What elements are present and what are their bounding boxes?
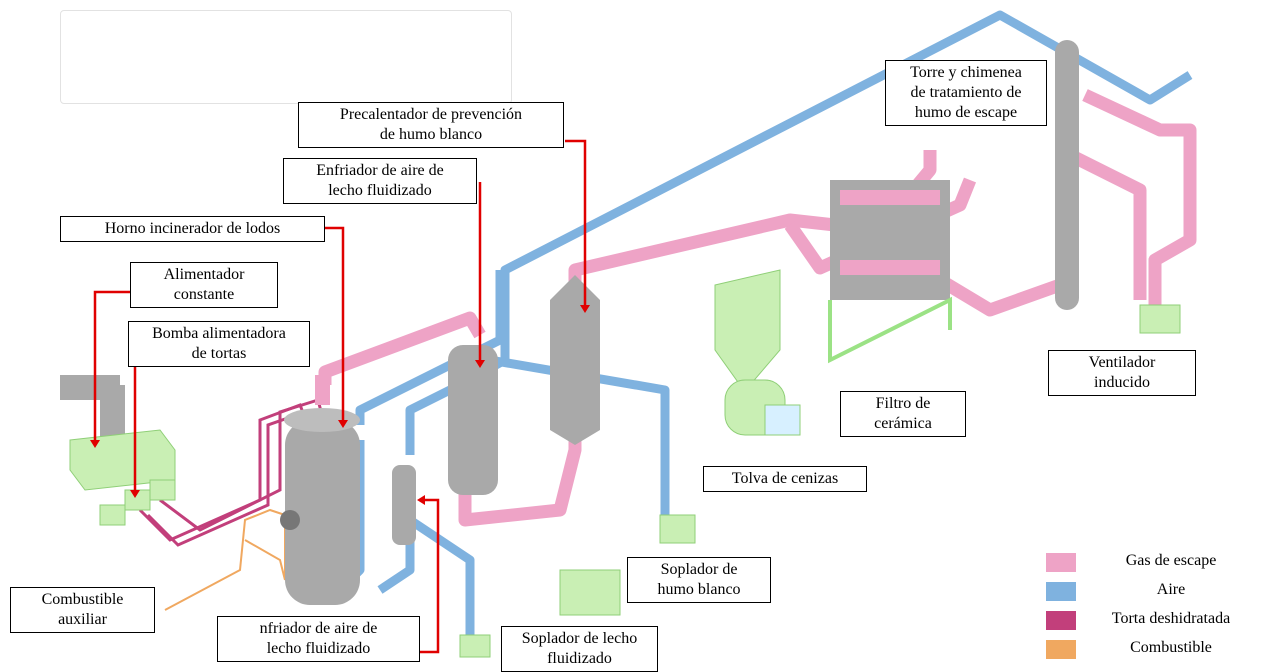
ash-hopper <box>714 269 801 436</box>
callout-arrowheads <box>90 305 590 505</box>
exhaust-pipes <box>318 89 1197 527</box>
cyclone <box>448 345 498 495</box>
legend: Gas de escape Aire Torta deshidratada Co… <box>1046 550 1256 666</box>
legend-item-combustible: Combustible <box>1046 637 1256 666</box>
legend-swatch-combustible <box>1046 640 1076 659</box>
blowers <box>459 304 1181 658</box>
legend-swatch-gas <box>1046 553 1076 572</box>
constant-feeder <box>60 375 176 526</box>
legend-item-torta: Torta deshidratada <box>1046 608 1256 637</box>
legend-swatch-aire <box>1046 582 1076 601</box>
fluidized-bed-air-cooler <box>392 465 416 545</box>
white-smoke-preheater <box>550 275 600 445</box>
callout-lines <box>93 139 587 654</box>
legend-item-aire: Aire <box>1046 579 1256 608</box>
label-horno: Horno incinerador de lodos <box>60 216 325 242</box>
blank-panel <box>60 10 512 104</box>
legend-swatch-torta <box>1046 611 1076 630</box>
legend-item-gas: Gas de escape <box>1046 550 1256 579</box>
ceramic-filter <box>828 180 952 364</box>
exhaust-stack <box>1055 40 1079 310</box>
label-tolva: Tolva de cenizas <box>703 466 867 492</box>
incinerator-furnace <box>280 375 360 605</box>
